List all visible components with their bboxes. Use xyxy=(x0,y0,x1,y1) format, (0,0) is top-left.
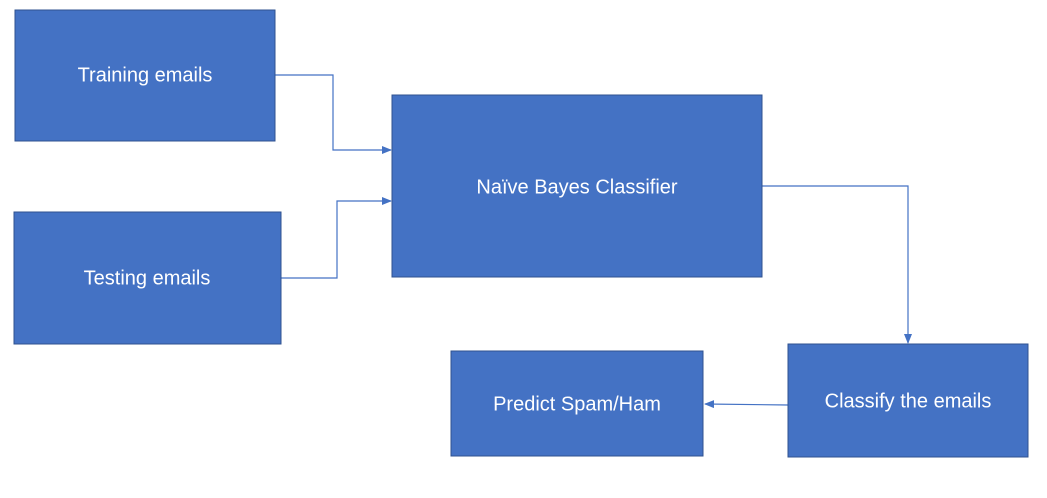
connector-classify-to-predict xyxy=(704,400,789,409)
node-label-predict: Predict Spam/Ham xyxy=(493,393,661,415)
connector-training-to-classifier xyxy=(275,74,392,154)
node-predict-spam-ham[interactable]: Predict Spam/Ham xyxy=(450,350,704,457)
node-classify-the-emails[interactable]: Classify the emails xyxy=(787,343,1029,458)
node-label-training: Training emails xyxy=(78,64,213,86)
connector-classifier-to-classify xyxy=(762,185,912,344)
node-label-testing: Testing emails xyxy=(84,267,211,289)
node-naive-bayes-classifier[interactable]: Naïve Bayes Classifier xyxy=(391,94,763,278)
node-label-classifier: Naïve Bayes Classifier xyxy=(476,176,678,198)
node-label-classify: Classify the emails xyxy=(825,390,992,412)
connector-testing-to-classifier xyxy=(281,197,392,279)
node-testing-emails[interactable]: Testing emails xyxy=(13,211,282,345)
node-training-emails[interactable]: Training emails xyxy=(14,9,276,142)
